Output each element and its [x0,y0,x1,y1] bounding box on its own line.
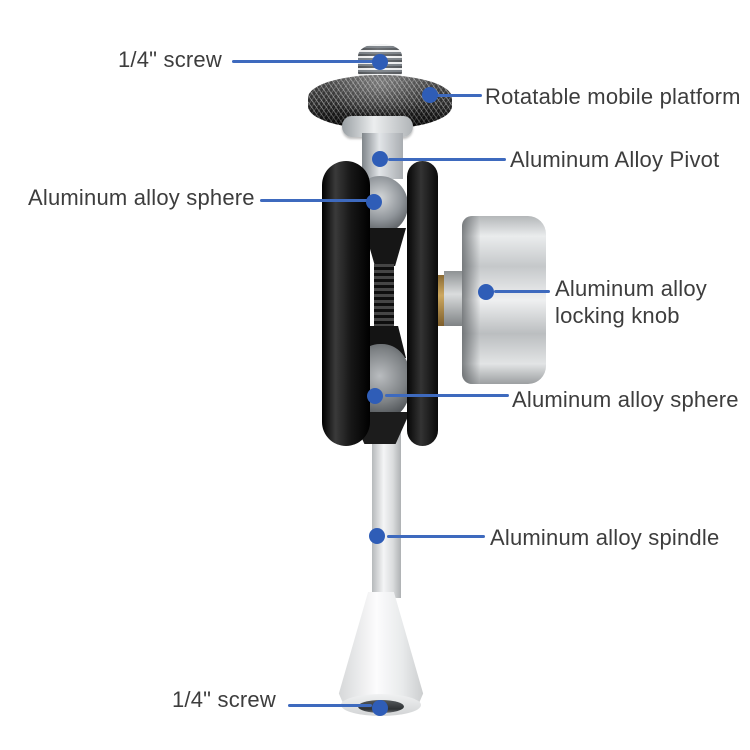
clamp-plate-left [322,161,370,446]
callout-dot-spindle [369,528,385,544]
aluminum-alloy-spindle [372,418,401,598]
label-locking-knob-line1: Aluminum alloy [555,276,707,301]
label-locking-knob-line2: locking knob [555,303,680,328]
label-screw-bottom: 1/4" screw [172,687,276,712]
callout-line-screw-top [232,60,376,63]
callout-dot-screw-top [372,54,388,70]
label-screw-top: 1/4" screw [118,47,222,72]
label-pivot: Aluminum Alloy Pivot [510,147,720,172]
label-sphere-lower: Aluminum alloy sphere [512,387,739,412]
clamp-threaded-rod [374,264,394,330]
callout-dot-pivot [372,151,388,167]
locking-knob-boss [444,271,467,326]
callout-dot-sphere-lower [367,388,383,404]
callout-line-spindle [387,535,485,538]
callout-line-platform [434,94,482,97]
callout-dot-sphere-upper [366,194,382,210]
label-locking-knob: Aluminum alloy locking knob [555,275,707,329]
callout-dot-locking-knob [478,284,494,300]
callout-line-screw-bottom [288,704,372,707]
callout-line-sphere-upper [260,199,368,202]
label-spindle: Aluminum alloy spindle [490,525,720,550]
platform-collar [342,116,413,137]
callout-line-pivot [388,158,506,161]
aluminum-alloy-locking-knob [462,216,546,384]
label-platform: Rotatable mobile platform [485,84,741,109]
callout-dot-platform [422,87,438,103]
callout-line-locking-knob [494,290,550,293]
label-sphere-upper: Aluminum alloy sphere [28,185,255,210]
callout-line-sphere-lower [385,394,509,397]
spindle-cone [338,592,424,710]
upper-sphere-socket [364,228,406,266]
callout-dot-screw-bottom [372,700,388,716]
brass-washer [436,275,446,326]
clamp-plate-right [407,161,438,446]
